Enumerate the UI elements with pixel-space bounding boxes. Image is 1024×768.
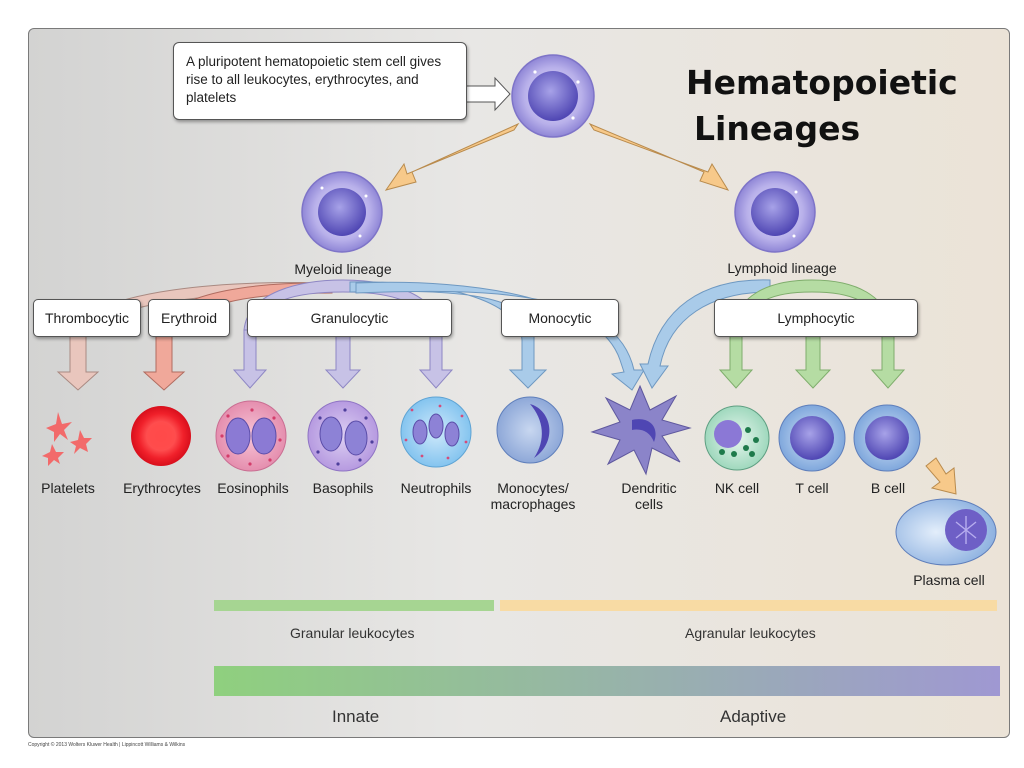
monocytes-label-line-1: Monocytes/: [497, 480, 569, 496]
erythroid-box: Erythroid: [148, 299, 230, 337]
t-cell-arrow: [794, 333, 832, 389]
monocytes-label-line-2: macrophages: [490, 496, 576, 512]
agranular-band: [500, 600, 997, 611]
thrombocytic-box: Thrombocytic: [33, 299, 141, 337]
basophils-label: Basophils: [312, 480, 374, 496]
dendritic-label-line-2: cells: [634, 496, 663, 512]
granular-band: [214, 600, 494, 611]
plasma-cell: [895, 498, 997, 566]
monocytes-label: Monocytes/ macrophages: [478, 480, 588, 512]
granular-leukocytes-label: Granular leukocytes: [290, 625, 415, 641]
lymphocytic-box: Lymphocytic: [714, 299, 918, 337]
eosinophils-label: Eosinophils: [217, 480, 289, 496]
dendritic-label: Dendritic cells: [604, 480, 694, 512]
callout-pointer-arrow: [465, 76, 511, 112]
stem-cell-callout: A pluripotent hematopoietic stem cell gi…: [173, 42, 467, 120]
diagram-panel: [28, 28, 1010, 738]
page-title: Hematopoietic Lineages: [686, 60, 958, 152]
dendritic-cell: [590, 384, 692, 476]
lymphoid-progenitor-cell: [734, 171, 816, 253]
erythrocytes-label: Erythrocytes: [123, 480, 201, 496]
adaptive-label: Adaptive: [720, 707, 787, 726]
stem-cell: [511, 54, 595, 138]
t-cell: [778, 404, 846, 472]
innate-label: Innate: [332, 707, 380, 726]
agranular-leukocytes-label: Agranular leukocytes: [685, 625, 816, 641]
innate-adaptive-gradient: [214, 666, 1000, 696]
myeloid-progenitor-cell: [301, 171, 383, 253]
monocytic-box: Monocytic: [501, 299, 619, 337]
title-line-1: Hematopoietic: [686, 63, 958, 102]
title-line-2: Lineages: [694, 109, 861, 148]
nk-arrow: [718, 333, 754, 389]
eosinophil-arrow: [232, 329, 268, 389]
nk-cell: [704, 405, 770, 471]
neutrophils-label: Neutrophils: [400, 480, 472, 496]
nk-cell-label: NK cell: [714, 480, 760, 496]
granulocytic-box: Granulocytic: [247, 299, 452, 337]
basophil-cell: [307, 400, 379, 472]
copyright-notice: Copyright © 2013 Wolters Kluwer Health |…: [28, 742, 186, 748]
plasma-arrow: [925, 457, 957, 495]
platelets-label: Platelets: [41, 480, 95, 496]
monocyte-cell: [496, 396, 564, 464]
neutrophil-cell: [400, 396, 472, 468]
neutrophil-arrow: [418, 329, 454, 389]
eosinophil-cell: [215, 400, 287, 472]
b-cell-label: B cell: [870, 480, 906, 496]
stem-to-myeloid-arrow: [384, 122, 520, 191]
b-cell: [853, 404, 921, 472]
myeloid-lineage-label: Myeloid lineage: [294, 261, 392, 277]
t-cell-label: T cell: [795, 480, 829, 496]
dendritic-label-line-1: Dendritic: [621, 480, 677, 496]
stem-to-lymphoid-arrow: [588, 122, 730, 191]
lymphoid-lineage-label: Lymphoid lineage: [727, 260, 837, 276]
platelets-cell: [42, 412, 92, 466]
plasma-cell-label: Plasma cell: [913, 572, 985, 588]
basophil-arrow: [324, 333, 362, 389]
erythrocyte-cell: [131, 406, 191, 466]
b-cell-arrow: [870, 333, 906, 389]
